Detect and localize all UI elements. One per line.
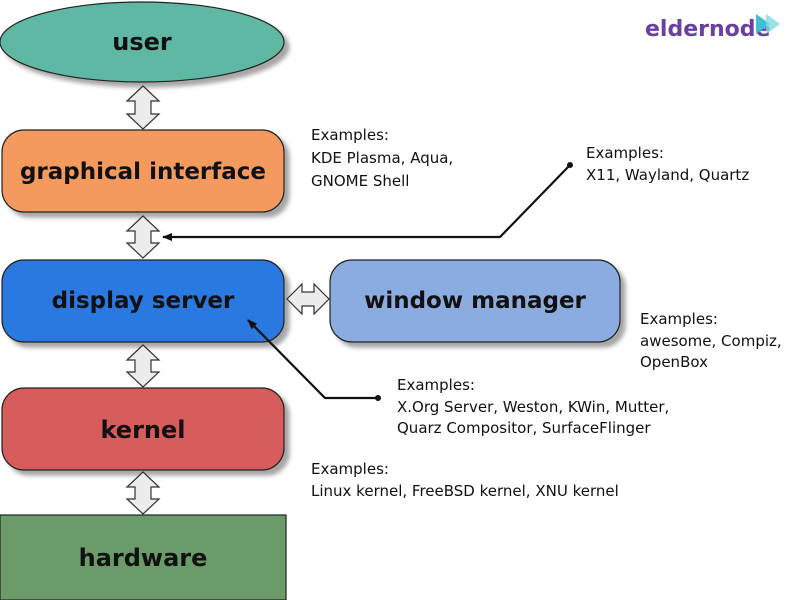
window-manager-label: window manager bbox=[364, 288, 586, 314]
eldernode-logo: eldernode bbox=[645, 14, 780, 42]
user-ellipse bbox=[0, 1, 285, 83]
user-label: user bbox=[112, 28, 172, 56]
node-hardware: hardware bbox=[0, 514, 287, 600]
node-window-manager: window manager bbox=[329, 259, 621, 343]
graphical-interface-label: graphical interface bbox=[20, 159, 266, 185]
display-server-box bbox=[1, 259, 285, 343]
node-kernel: kernel bbox=[1, 387, 285, 471]
annotation-ds-line-2: Quarz Compositor, SurfaceFlinger bbox=[397, 419, 651, 437]
annotation-kernel: Examples: Linux kernel, FreeBSD kernel, … bbox=[311, 460, 619, 500]
logo-play-icon bbox=[756, 14, 770, 34]
annotation-protocol-line-1: X11, Wayland, Quartz bbox=[586, 166, 749, 184]
double-arrow-kernel-hardware bbox=[125, 471, 161, 515]
double-arrow-display-kernel bbox=[125, 344, 161, 388]
connector-dot-display-protocol bbox=[567, 162, 573, 168]
window-manager-box bbox=[329, 259, 621, 343]
node-display-server: display server bbox=[1, 259, 285, 343]
annotation-graphical-interface: Examples: KDE Plasma, Aqua, GNOME Shell bbox=[311, 126, 453, 190]
annotation-gui-line-1: KDE Plasma, Aqua, bbox=[311, 149, 453, 167]
display-server-label: display server bbox=[52, 288, 235, 314]
connector-display-server bbox=[247, 319, 378, 400]
annotation-ds-line-1: X.Org Server, Weston, KWin, Mutter, bbox=[397, 398, 669, 416]
kernel-box bbox=[1, 387, 285, 471]
double-arrow-user-gui bbox=[125, 85, 161, 130]
annotation-gui-line-2: GNOME Shell bbox=[311, 172, 409, 190]
annotation-wm-title: Examples: bbox=[640, 310, 718, 328]
annotation-protocol-title: Examples: bbox=[586, 144, 664, 162]
annotation-display-protocol: Examples: X11, Wayland, Quartz bbox=[586, 144, 749, 184]
logo-play-icon-2 bbox=[766, 14, 780, 34]
connector-display-protocol bbox=[162, 164, 571, 241]
annotation-wm-line-1: awesome, Compiz, bbox=[640, 332, 782, 350]
annotation-kernel-title: Examples: bbox=[311, 460, 389, 478]
annotation-kernel-line-1: Linux kernel, FreeBSD kernel, XNU kernel bbox=[311, 482, 619, 500]
annotation-window-manager: Examples: awesome, Compiz, OpenBox bbox=[640, 310, 782, 371]
annotation-display-server: Examples: X.Org Server, Weston, KWin, Mu… bbox=[397, 376, 669, 437]
node-graphical-interface: graphical interface bbox=[1, 129, 285, 213]
annotation-gui-title: Examples: bbox=[311, 126, 389, 144]
kernel-label: kernel bbox=[100, 416, 185, 444]
double-arrow-gui-display bbox=[125, 215, 161, 259]
double-arrow-display-window-manager bbox=[286, 282, 330, 316]
connector-dot-display-server bbox=[375, 395, 381, 401]
node-user: user bbox=[0, 1, 285, 83]
graphical-interface-box bbox=[1, 129, 285, 213]
hardware-box bbox=[0, 514, 287, 600]
hardware-label: hardware bbox=[79, 544, 208, 572]
annotation-wm-line-2: OpenBox bbox=[640, 353, 708, 371]
logo-text: eldernode bbox=[645, 17, 770, 42]
annotation-ds-title: Examples: bbox=[397, 376, 475, 394]
